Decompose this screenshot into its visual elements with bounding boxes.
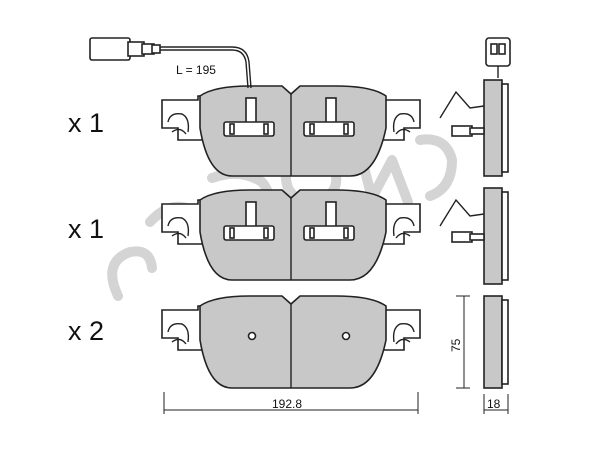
width-dimension-label: 192.8 xyxy=(272,397,302,411)
thickness-dimension-label: 18 xyxy=(487,397,501,411)
quantity-label-2: x 1 xyxy=(68,214,104,244)
wire-length-label: L = 195 xyxy=(176,63,216,77)
brake-pad-1 xyxy=(89,37,421,177)
spring-clip-left xyxy=(223,97,275,137)
dimension-lines xyxy=(163,295,509,414)
quantity-label-3: x 2 xyxy=(68,316,104,346)
friction-pad xyxy=(199,295,387,389)
brake-pad-2 xyxy=(161,189,421,281)
side-view-2 xyxy=(439,187,509,285)
side-view-3 xyxy=(483,295,509,389)
brake-pad-3 xyxy=(161,295,421,389)
side-view-1 xyxy=(439,37,511,177)
spring-clip-left xyxy=(223,201,275,241)
spring-clip-right xyxy=(303,97,355,137)
quantity-label-1: x 1 xyxy=(68,108,104,138)
height-dimension-label: 75 xyxy=(449,338,463,352)
spring-clip-right xyxy=(303,201,355,241)
wear-sensor xyxy=(89,37,252,89)
